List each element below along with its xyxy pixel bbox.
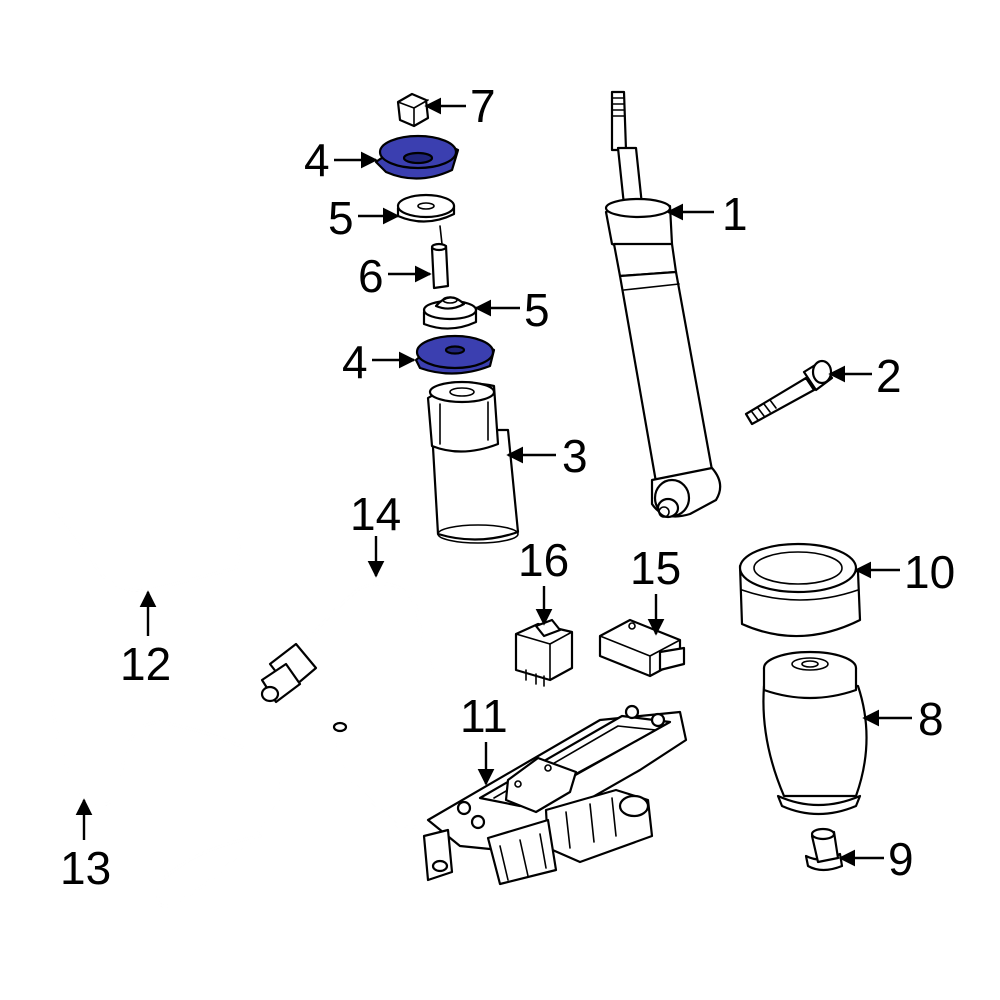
part-1-shock-absorber[interactable]	[604, 90, 722, 519]
part-5-lower-bushing[interactable]	[422, 296, 478, 330]
callout-10: 10	[904, 546, 955, 598]
callout-6: 6	[358, 250, 384, 302]
callout-15: 15	[630, 542, 681, 594]
callout-12: 12	[120, 638, 171, 690]
part-15-module[interactable]	[598, 618, 686, 678]
callout-labels: 1 2 3 4 4 5 5 6 7 8 9 10 11 12 13 14 15 …	[60, 80, 955, 894]
callout-4-upper: 4	[304, 134, 330, 186]
part-14-sensor[interactable]	[260, 582, 440, 710]
callout-5-upper: 5	[328, 192, 354, 244]
callout-9: 9	[888, 833, 914, 885]
part-11-compressor[interactable]	[332, 704, 688, 886]
callout-1: 1	[722, 188, 748, 240]
leader-lines	[75, 97, 912, 867]
callout-13: 13	[60, 842, 111, 894]
part-16-relay[interactable]	[514, 618, 574, 687]
part-4-upper-mount[interactable]	[374, 134, 460, 180]
callout-2: 2	[876, 350, 902, 402]
callout-14: 14	[350, 488, 401, 540]
part-12-line[interactable]	[36, 506, 241, 593]
part-6-sleeve[interactable]	[430, 225, 450, 290]
part-3-bump-stop[interactable]	[426, 380, 520, 544]
callout-5-lower: 5	[524, 284, 550, 336]
callout-4-lower: 4	[342, 336, 368, 388]
callout-11: 11	[460, 690, 508, 742]
part-8-air-spring[interactable]	[762, 650, 868, 816]
part-10-cover[interactable]	[738, 542, 862, 638]
part-13-line[interactable]	[50, 692, 283, 908]
part-4-lower-mount[interactable]	[414, 334, 496, 375]
callout-7: 7	[470, 80, 496, 132]
part-7-nut[interactable]	[396, 92, 430, 128]
part-2-bolt[interactable]	[744, 359, 834, 426]
callout-16: 16	[518, 534, 569, 586]
part-9-retainer[interactable]	[804, 827, 844, 872]
part-5-upper-washer[interactable]	[396, 193, 456, 223]
callout-3: 3	[562, 430, 588, 482]
callout-8: 8	[918, 693, 944, 745]
